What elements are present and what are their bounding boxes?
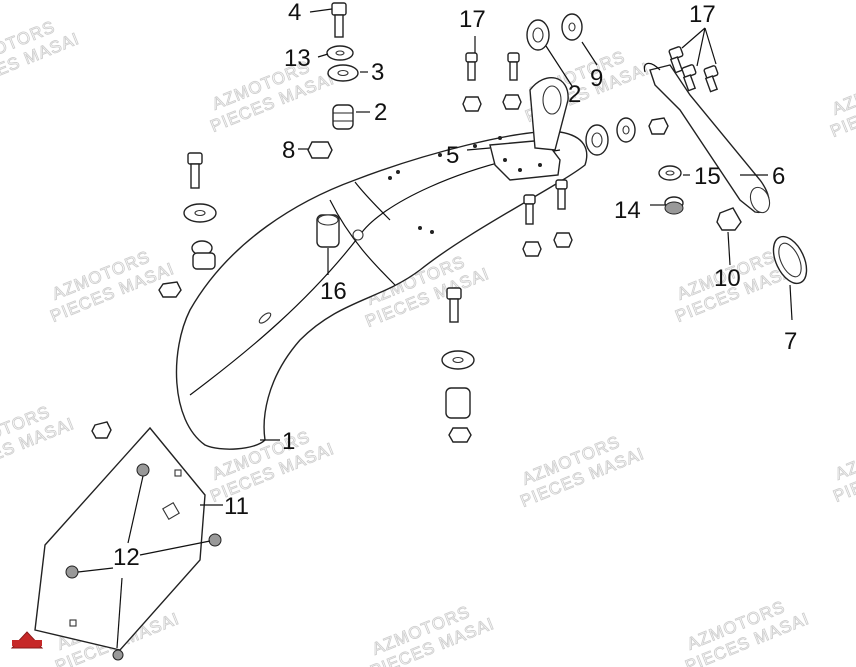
callout-8: 8 — [282, 137, 295, 164]
callout-14: 14 — [614, 197, 641, 224]
callout-5: 5 — [446, 142, 459, 169]
callout-4: 4 — [288, 0, 301, 26]
cap-nut — [716, 207, 742, 231]
bolt-set-right — [668, 46, 719, 93]
callout-labels: 4 13 3 2 8 17 2 9 5 17 6 15 14 10 7 16 1… — [113, 0, 797, 571]
svg-text:AZMOTORS: AZMOTORS — [829, 62, 856, 119]
watermark: AZMOTORS PIECES MASAI — [47, 247, 177, 327]
callout-16: 16 — [320, 278, 347, 305]
collar-small — [664, 196, 684, 215]
collar — [327, 64, 359, 82]
bolt — [331, 2, 347, 38]
callout-6: 6 — [772, 163, 785, 190]
svg-text:AZMOTORS: AZMOTORS — [832, 427, 856, 484]
callout-11: 11 — [224, 493, 249, 520]
callout-15: 15 — [694, 163, 721, 190]
mounting-stack-left — [158, 152, 217, 298]
bolt-set-lower — [522, 179, 573, 257]
callout-2: 2 — [374, 99, 387, 126]
front-fender — [175, 130, 588, 450]
brand-logo — [10, 631, 44, 649]
nut-flap — [91, 421, 112, 439]
watermark: AZMOTORS PIECES MASAI — [367, 602, 497, 667]
watermark: AZMOTORS PIECES MASAI — [827, 62, 856, 142]
reflector-bracket — [643, 62, 771, 214]
nut-right — [648, 117, 669, 135]
grommet-washer-set — [526, 13, 636, 156]
watermark: AZMOTORS PIECES MASAI — [0, 402, 78, 482]
reflector — [772, 235, 808, 285]
callout-1: 1 — [282, 428, 295, 455]
callout-12: 12 — [113, 544, 140, 571]
nut — [307, 141, 333, 159]
callout-10: 10 — [714, 265, 741, 292]
callout-3: 3 — [371, 59, 384, 86]
watermark: AZMOTORS PIECES MASAI — [0, 17, 83, 97]
washer — [326, 45, 354, 61]
mounting-stack-center — [441, 287, 475, 443]
bolt-set-center — [462, 52, 522, 112]
watermark: AZMOTORS PIECES MASAI — [207, 57, 337, 137]
rubber-grommet — [332, 104, 354, 130]
watermark: AZMOTORS PIECES MASAI — [830, 427, 856, 507]
fender-grommet — [316, 214, 340, 248]
callout-17: 17 — [689, 1, 716, 28]
callout-9: 9 — [590, 65, 603, 92]
leader-lines — [77, 8, 793, 649]
fender-bracket — [489, 77, 569, 181]
watermark: AZMOTORS PIECES MASAI — [517, 432, 647, 512]
washer-small — [658, 165, 682, 181]
callout-2: 2 — [568, 81, 581, 108]
watermark: AZMOTORS PIECES MASAI — [682, 597, 812, 667]
callout-17: 17 — [459, 6, 486, 33]
callout-13: 13 — [284, 45, 311, 72]
callout-7: 7 — [784, 328, 797, 355]
